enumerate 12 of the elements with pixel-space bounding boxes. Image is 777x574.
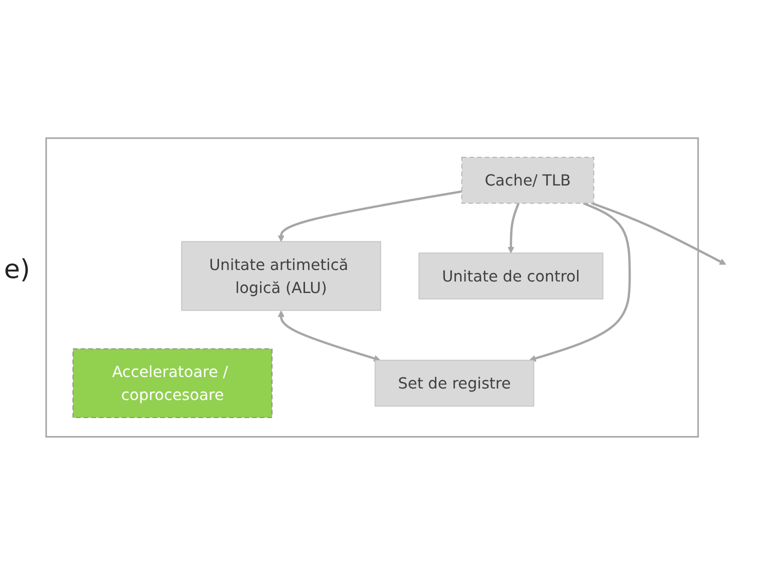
cluster [45, 136, 699, 438]
arrow [591, 202, 726, 264]
arrow [278, 190, 462, 242]
arrow [508, 202, 520, 253]
arrow [278, 310, 380, 362]
node-box: Cache/ TLB [461, 156, 594, 204]
node-box: Acceleratoare / coprocesoare [72, 348, 272, 418]
node-box: Set de registre [374, 359, 534, 406]
label-text: e) [4, 255, 30, 285]
node-box: Unitate de control [418, 252, 604, 299]
arrow [529, 202, 631, 362]
node-box: Unitate artimetică logică (ALU) [181, 240, 382, 310]
